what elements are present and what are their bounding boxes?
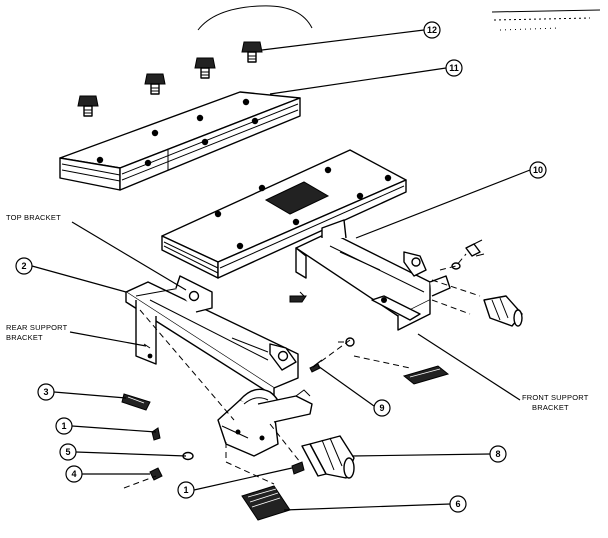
jaw-board-part-11 xyxy=(59,91,301,191)
callout-1-top: 1 xyxy=(55,417,73,435)
svg-text:12: 12 xyxy=(427,25,437,35)
svg-text:8: 8 xyxy=(495,449,500,459)
scan-smudge-right xyxy=(491,9,601,31)
svg-text:9: 9 xyxy=(379,403,384,413)
svg-text:10: 10 xyxy=(533,165,543,175)
label-rear-support-line2: BRACKET xyxy=(6,333,43,342)
pad-part-6 xyxy=(241,485,291,521)
svg-text:4: 4 xyxy=(71,469,76,479)
callout-10: 10 xyxy=(529,161,547,179)
leader-lines xyxy=(31,29,531,511)
callout-11: 11 xyxy=(445,59,463,77)
callout-1-bottom: 1 xyxy=(177,481,195,499)
callout-4: 4 xyxy=(65,465,83,483)
assembly-lines xyxy=(123,253,481,489)
front-support-bracket xyxy=(289,219,451,331)
callout-6: 6 xyxy=(449,495,467,513)
label-front-support-line1: FRONT SUPPORT xyxy=(522,393,589,402)
svg-text:3: 3 xyxy=(43,387,48,397)
jaw-board-part-10 xyxy=(161,149,407,279)
svg-text:6: 6 xyxy=(455,499,460,509)
svg-text:5: 5 xyxy=(65,447,70,457)
hardware-parts xyxy=(149,239,485,481)
callout-3: 3 xyxy=(37,383,55,401)
svg-text:1: 1 xyxy=(183,485,188,495)
swivel-assembly xyxy=(217,388,313,457)
scan-smudge-left xyxy=(197,5,313,31)
callout-12: 12 xyxy=(423,21,441,39)
svg-text:11: 11 xyxy=(449,63,459,73)
callout-5: 5 xyxy=(59,443,77,461)
knob-part-12 xyxy=(77,41,263,117)
svg-text:2: 2 xyxy=(21,261,26,271)
callout-2: 2 xyxy=(15,257,33,275)
label-front-support-line2: BRACKET xyxy=(532,403,569,412)
callout-8: 8 xyxy=(489,445,507,463)
pad-right xyxy=(402,365,450,385)
rear-support-bracket xyxy=(121,275,299,411)
label-top-bracket: TOP BRACKET xyxy=(6,213,61,222)
side-handle xyxy=(483,295,523,327)
label-rear-support-line1: REAR SUPPORT xyxy=(6,323,68,332)
svg-text:1: 1 xyxy=(61,421,66,431)
handle-part-8 xyxy=(301,435,355,479)
callout-9: 9 xyxy=(373,399,391,417)
